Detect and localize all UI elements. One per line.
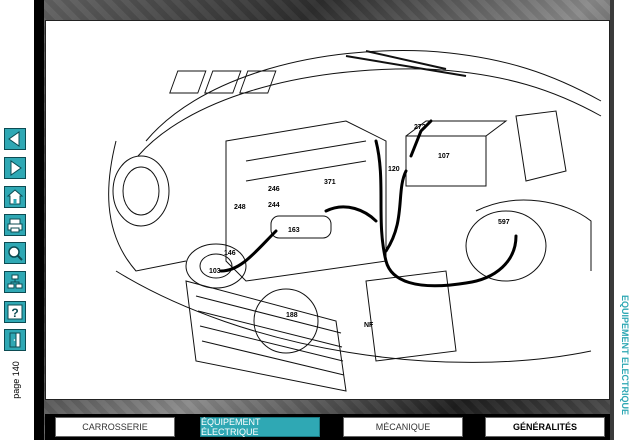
engine-bay-diagram: 272 107 120 371 246 248 244 163 146 103 …	[108, 50, 602, 392]
door-icon	[9, 332, 21, 348]
next-button[interactable]	[4, 157, 26, 179]
exit-button[interactable]	[4, 329, 26, 351]
callout-107: 107	[438, 153, 450, 160]
section-tabs: CARROSSERIE ÉQUIPEMENT ÉLECTRIQUE MÉCANI…	[45, 414, 610, 440]
tab-generalites[interactable]: GÉNÉRALITÉS	[485, 417, 605, 437]
index-button[interactable]	[4, 271, 26, 293]
callout-246: 246	[268, 186, 280, 193]
tab-equipement-electrique[interactable]: ÉQUIPEMENT ÉLECTRIQUE	[200, 417, 320, 437]
previous-button[interactable]	[4, 128, 26, 150]
callout-244: 244	[268, 202, 280, 209]
house-icon	[6, 189, 24, 205]
tab-carrosserie[interactable]: CARROSSERIE	[55, 417, 175, 437]
callout-272: 272	[414, 124, 426, 131]
magnifier-icon	[8, 246, 23, 261]
callout-120: 120	[388, 166, 400, 173]
question-icon: ?	[7, 304, 23, 320]
callout-597: 597	[498, 219, 510, 226]
callout-371: 371	[324, 179, 336, 186]
print-button[interactable]	[4, 214, 26, 236]
section-label: EQUIPEMENT ELECTRIQUE	[620, 294, 630, 416]
callout-163: 163	[288, 227, 300, 234]
callout-103: 103	[209, 268, 221, 275]
callout-nf: NF	[364, 322, 374, 329]
right-sidebar	[610, 0, 638, 440]
home-button[interactable]	[4, 186, 26, 208]
arrow-left-icon	[8, 131, 20, 147]
help-button[interactable]: ?	[4, 301, 26, 323]
svg-text:?: ?	[11, 306, 18, 320]
callout-188: 188	[286, 312, 298, 319]
callout-146: 146	[224, 250, 236, 257]
tree-icon	[7, 274, 23, 289]
page-number-label: page 140	[11, 361, 21, 399]
diagram-callouts: 272 107 120 371 246 248 244 163 146 103 …	[209, 124, 510, 329]
diagram-panel: 272 107 120 371 246 248 244 163 146 103 …	[45, 20, 610, 400]
left-divider	[34, 0, 44, 440]
callout-248: 248	[234, 204, 246, 211]
tab-mecanique[interactable]: MÉCANIQUE	[343, 417, 463, 437]
printer-icon	[7, 218, 23, 233]
search-button[interactable]	[4, 242, 26, 264]
arrow-right-icon	[10, 160, 22, 176]
